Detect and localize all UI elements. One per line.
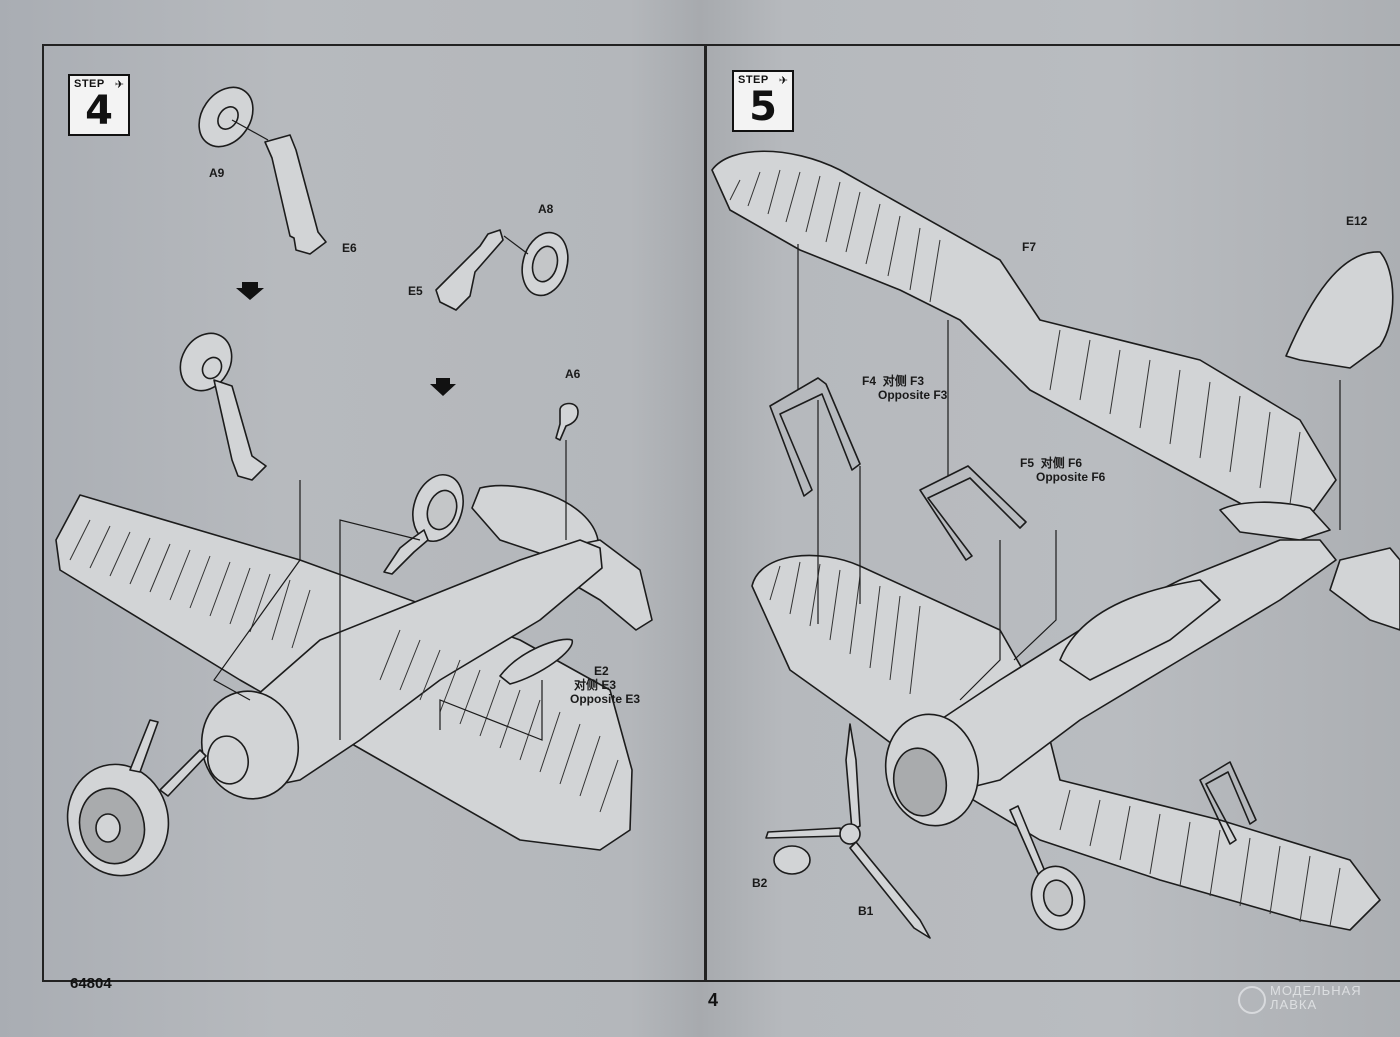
part-label-a8: A8 xyxy=(538,202,554,216)
part-label-e2: E2 xyxy=(594,664,609,678)
strut-e6-drawing xyxy=(264,134,327,255)
part-label-f6-cn: 对侧 F6 xyxy=(1040,456,1083,470)
step-4-panel xyxy=(42,44,706,982)
step-5-badge: STEP ✈ 5 xyxy=(732,70,794,132)
part-label-a9: A9 xyxy=(209,166,225,180)
watermark-logo-icon xyxy=(1238,986,1266,1014)
wheel-a9-drawing xyxy=(198,86,254,148)
kit-number: 64804 xyxy=(70,975,112,992)
plane-icon: ✈ xyxy=(114,79,124,91)
part-label-f3-cn: 对侧 F3 xyxy=(882,374,925,388)
part-label-f5: F5 xyxy=(1020,456,1035,470)
part-label-f7: F7 xyxy=(1022,240,1037,254)
part-label-e3-cn: 对侧 E3 xyxy=(574,678,617,692)
part-label-f4: F4 xyxy=(862,374,877,388)
watermark-line-1: МОДЕЛЬНАЯ xyxy=(1270,983,1362,998)
part-label-group-f4-f3: F4 对侧 F3 Opposite F3 xyxy=(862,374,947,402)
part-label-e3-en: Opposite E3 xyxy=(570,692,641,706)
step-4-badge: STEP ✈ 4 xyxy=(68,74,130,136)
plane-icon: ✈ xyxy=(778,75,788,87)
part-label-group-f5-f6: F5 对侧 F6 Opposite F6 xyxy=(1020,456,1105,484)
part-label-f6-en: Opposite F6 xyxy=(1036,470,1106,484)
part-label-e6: E6 xyxy=(342,241,357,255)
watermark-line-2: ЛАВКА xyxy=(1270,997,1318,1012)
upper-wing-f7 xyxy=(711,150,1337,517)
part-label-e12: E12 xyxy=(1346,214,1368,228)
part-label-a6: A6 xyxy=(565,367,581,381)
page-number: 4 xyxy=(708,990,719,1010)
part-label-e5: E5 xyxy=(408,284,423,298)
watermark: МОДЕЛЬНАЯ ЛАВКА xyxy=(1270,984,1362,1012)
part-label-group-e2-e3: E2 对侧 E3 Opposite E3 xyxy=(570,664,640,706)
step-5-panel xyxy=(705,44,1400,982)
part-label-f3-en: Opposite F3 xyxy=(878,388,948,402)
part-label-b1: B1 xyxy=(858,904,874,918)
step-5-number: 5 xyxy=(749,84,777,130)
step-4-number: 4 xyxy=(85,88,113,134)
part-label-b2: B2 xyxy=(752,876,768,890)
step-4-label: STEP xyxy=(74,78,105,90)
step-5-label: STEP xyxy=(738,74,769,86)
